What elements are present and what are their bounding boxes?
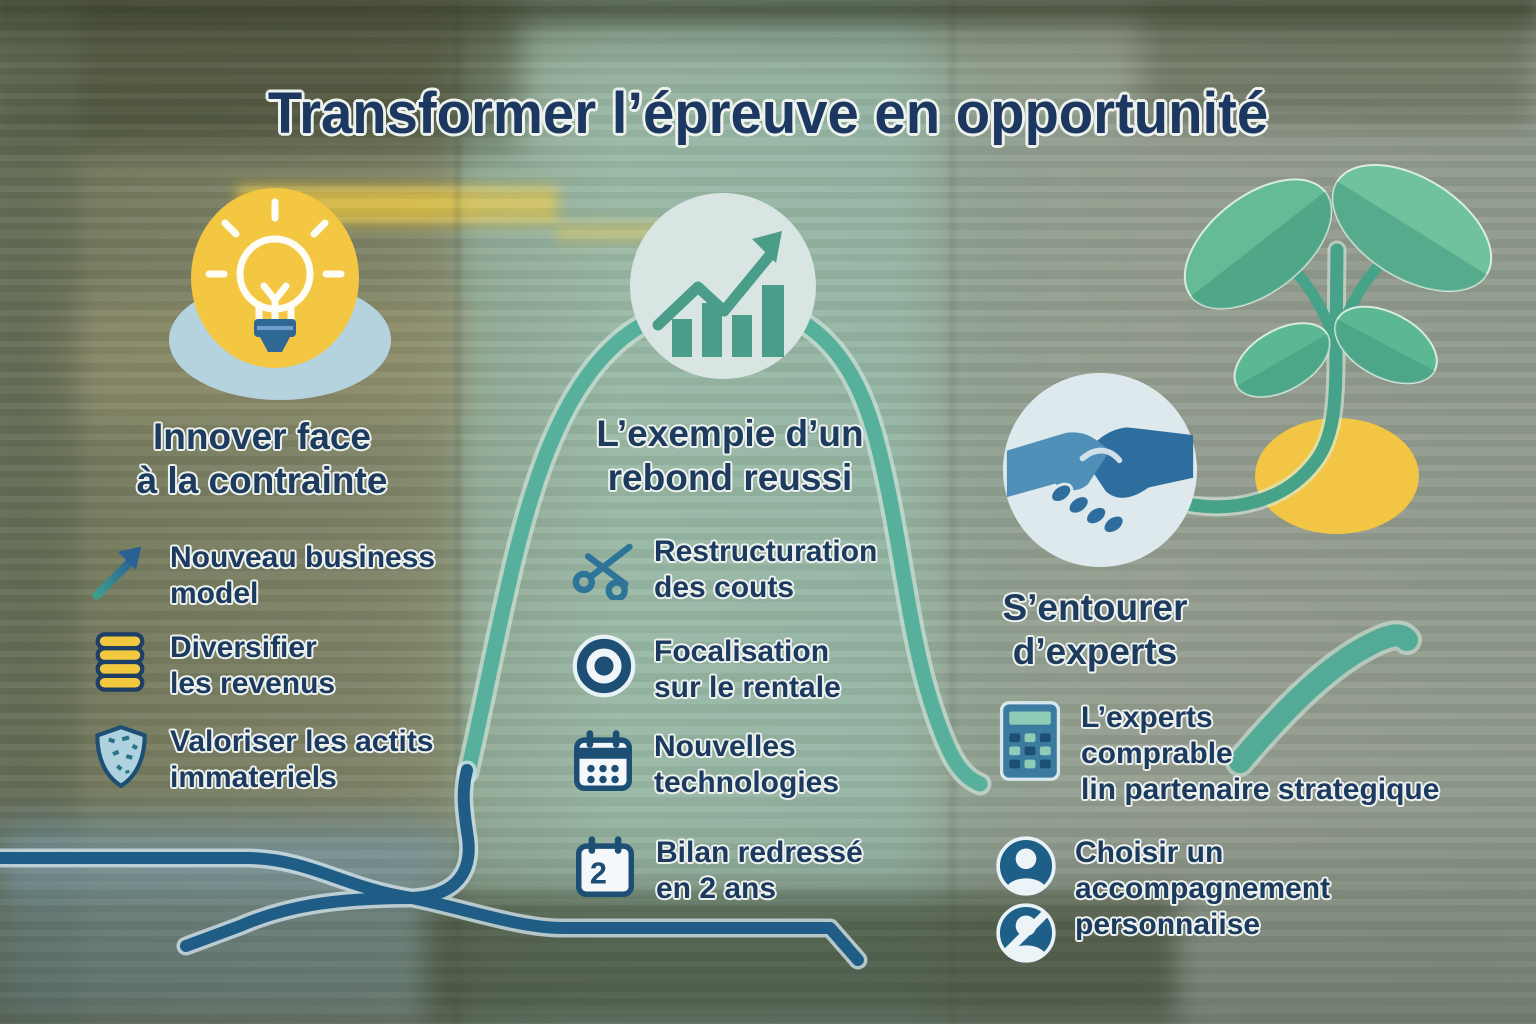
growth-chart-icon: [630, 193, 816, 379]
lightbulb-icon: [165, 185, 395, 405]
item-label: Focalisation sur le rentale: [654, 635, 841, 704]
list-item: Choisir un accompagnement personnaiise: [993, 833, 1473, 971]
coins-icon: [86, 628, 154, 701]
calendar-icon: [568, 727, 638, 802]
column-heading-innover: Innover face à la contrainte: [136, 416, 388, 501]
item-label: Nouveau business model: [170, 541, 436, 610]
list-item: Nouvelles technologies: [568, 727, 988, 802]
person-slash-icon: [993, 900, 1059, 971]
page-title: Transformer l’épreuve en opportunité: [267, 81, 1269, 146]
list-item: Nouveau business model: [86, 538, 486, 612]
item-label: Diversifier les revenus: [170, 631, 336, 700]
calendar-2-icon: 2: [570, 833, 640, 908]
list-item: Focalisation sur le rentale: [570, 632, 990, 706]
item-label: Valoriser les actits immateriels: [170, 725, 434, 794]
item-label: Restructuration des couts: [654, 535, 878, 604]
shield-icon: [88, 722, 154, 797]
handshake-icon: [1003, 373, 1197, 567]
list-item: Valoriser les actits immateriels: [88, 722, 508, 797]
sprout-plant-illustration: [1166, 163, 1493, 534]
svg-text:2: 2: [590, 856, 607, 890]
list-item: Diversifier les revenus: [86, 628, 486, 702]
arrow-trend-up-icon: [86, 538, 154, 611]
item-label: Choisir un accompagnement personnaiise: [1075, 836, 1331, 941]
item-label: Nouvelles technologies: [654, 730, 840, 799]
column-heading-exemple: L’exempie d’un rebond reussi: [596, 413, 864, 498]
person-icon: [993, 833, 1059, 904]
item-label: Bilan redressé en 2 ans: [656, 836, 863, 905]
list-item: Restructuration des couts: [570, 532, 990, 606]
list-item: 2 Bilan redressé en 2 ans: [570, 833, 990, 908]
scissors-icon: [570, 532, 638, 605]
calculator-icon: [995, 698, 1065, 789]
target-icon: [570, 632, 638, 705]
column-heading-experts: S’entourer d’experts: [1002, 587, 1188, 672]
teal-swoosh: [1225, 620, 1422, 777]
item-label: L’experts comprable lin partenaire strat…: [1081, 701, 1440, 806]
list-item: L’experts comprable lin partenaire strat…: [995, 698, 1475, 808]
